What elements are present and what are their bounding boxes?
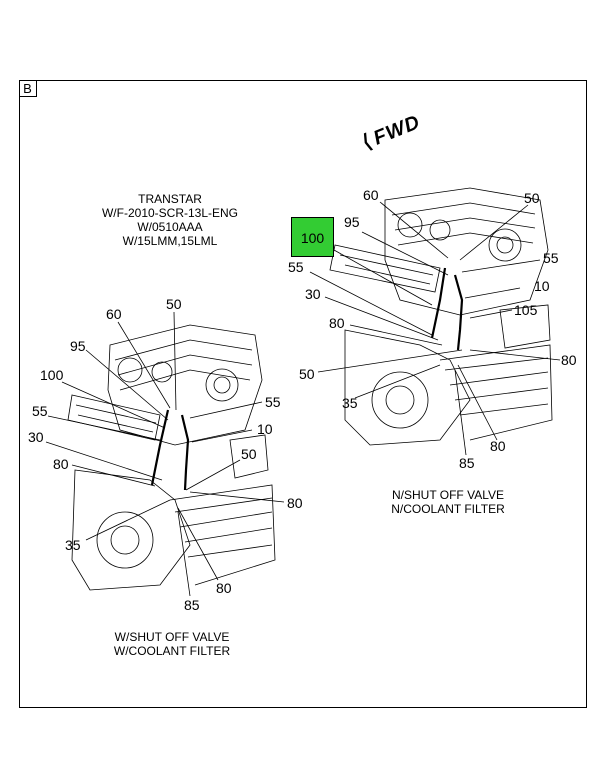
callout-number: 60 [106,306,122,322]
callout-number: 10 [257,421,273,437]
callout-number: 80 [329,315,345,331]
left-caption-line: W/COOLANT FILTER [113,644,231,658]
callout-number: 10 [534,278,550,294]
callout-number: 80 [53,456,69,472]
callout-100-highlighted[interactable]: 100 [291,217,334,257]
callout-number: 55 [543,250,559,266]
right-leader-lines [309,201,561,456]
section-label: B [19,80,37,97]
left-title-line: W/15LMM,15LML [122,234,218,248]
callout-number: 85 [184,597,200,613]
callout-number: 55 [32,403,48,419]
callout-number: 95 [70,338,86,354]
left-title-line: W/0510AAA [137,220,203,234]
left-caption: W/SHUT OFF VALVE W/COOLANT FILTER [102,630,242,658]
callout-number: 50 [299,366,315,382]
callout-number: 100 [40,367,64,383]
diagram-frame [19,80,587,708]
callout-number: 30 [28,429,44,445]
callout-number: 80 [561,352,577,368]
left-engine-drawing [67,324,276,591]
callout-number: 85 [459,455,475,471]
callout-number: 30 [305,286,321,302]
callout-number: 35 [342,395,358,411]
callout-number: 80 [216,580,232,596]
callout-number: 95 [344,214,360,230]
right-caption-line: N/COOLANT FILTER [391,502,505,516]
callout-number: 50 [524,190,540,206]
callout-number: 35 [65,537,81,553]
callout-number: 55 [265,394,281,410]
right-engine-drawing [329,187,553,446]
callout-number: 55 [288,259,304,275]
left-title-line: TRANSTAR [138,192,202,206]
callout-number: 50 [241,446,257,462]
left-leader-lines [45,311,285,597]
callout-number: 50 [166,296,182,312]
callout-number: 80 [490,438,506,454]
left-title: TRANSTAR W/F-2010-SCR-13L-ENG W/0510AAA … [90,192,250,248]
right-caption-line: N/SHUT OFF VALVE [391,488,505,502]
left-caption-line: W/SHUT OFF VALVE [114,630,230,644]
left-title-line: W/F-2010-SCR-13L-ENG [101,206,239,220]
right-caption: N/SHUT OFF VALVE N/COOLANT FILTER [378,488,518,516]
callout-number: 60 [363,187,379,203]
callout-number: 105 [514,302,538,318]
callout-number: 80 [287,495,303,511]
